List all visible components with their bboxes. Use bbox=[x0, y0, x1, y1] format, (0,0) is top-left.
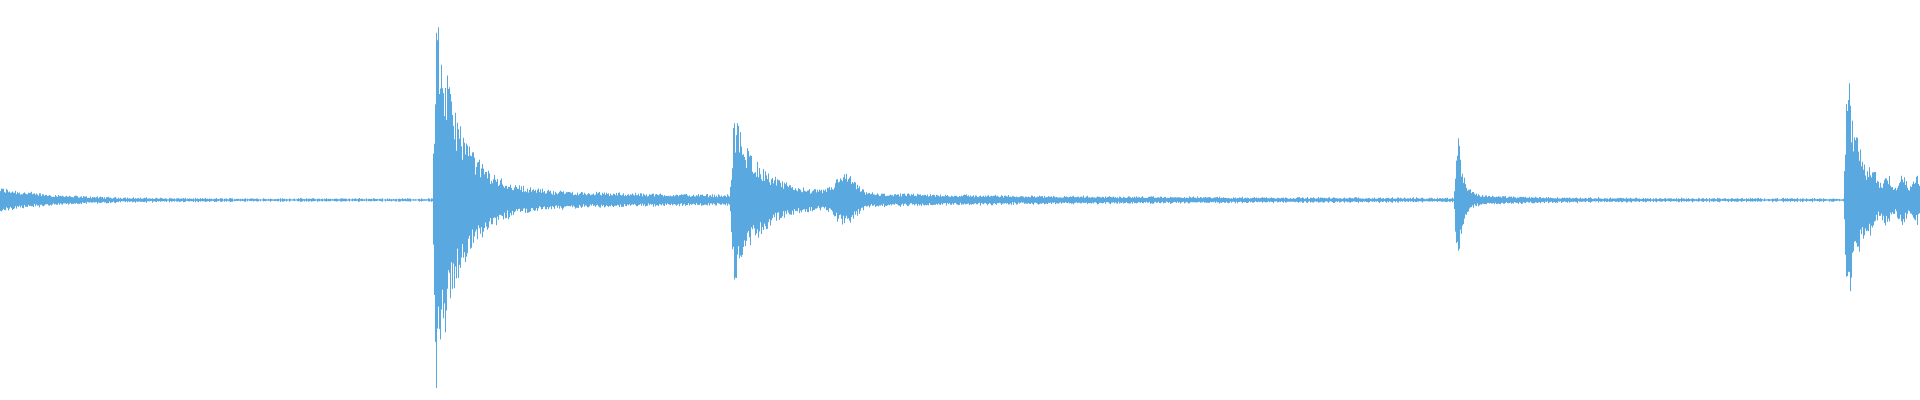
waveform-trace bbox=[0, 27, 1920, 388]
